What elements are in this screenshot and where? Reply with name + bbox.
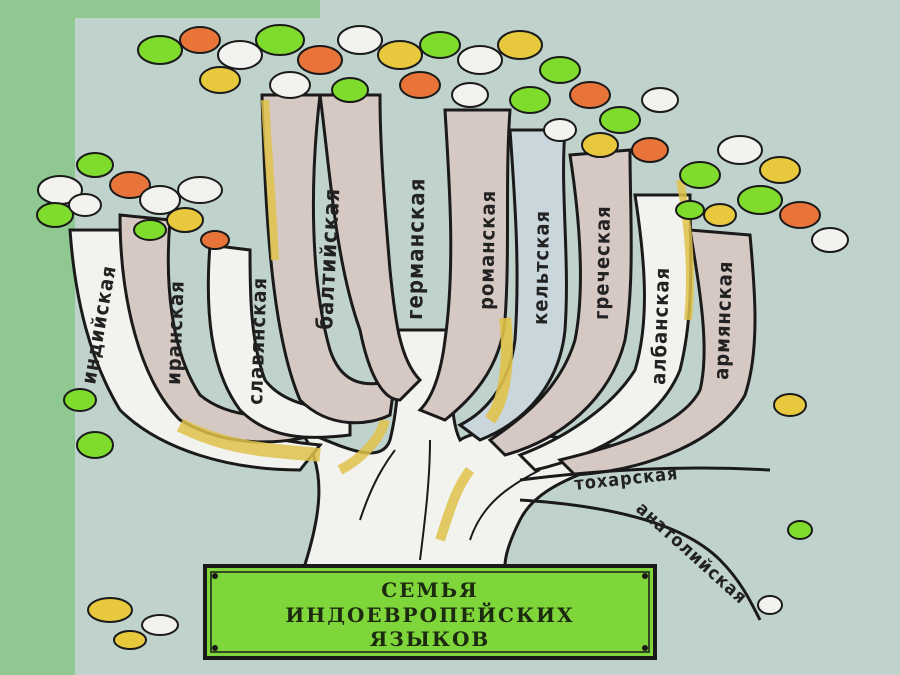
foliage: [36, 24, 849, 650]
branch-shape-romance: [417, 108, 512, 422]
branch-shape-greek: [487, 148, 633, 457]
label-germanic: германская: [403, 177, 430, 320]
plaque-line-2: ИНДОЕВРОПЕЙСКИХ: [285, 601, 574, 627]
branches: [68, 93, 771, 621]
plaque-line-3: ЯЗЫКОВ: [370, 627, 491, 651]
left-band: [0, 0, 75, 675]
branch-shape-tocharian: [519, 466, 771, 482]
label-slavic: славянская: [243, 276, 271, 405]
top-band: [0, 0, 320, 18]
label-armenian: армянская: [709, 260, 737, 380]
label-celtic: кельтская: [528, 210, 554, 325]
label-albanian: албанская: [646, 266, 674, 385]
branch-shape-celtic: [457, 128, 568, 442]
plaque-line-1: СЕМЬЯ: [381, 578, 478, 602]
branch-shape-germanic: [318, 93, 423, 402]
label-romance: романская: [474, 190, 500, 310]
label-iranian: иранская: [161, 280, 189, 385]
branch-shape-anatolian: [519, 498, 762, 621]
branch-shape-slavic: [206, 243, 352, 439]
label-greek: греческая: [589, 205, 615, 320]
branch-shape-baltic: [260, 93, 397, 425]
title-plaque: СЕМЬЯ ИНДОЕВРОПЕЙСКИХ ЯЗЫКОВ: [203, 564, 657, 660]
